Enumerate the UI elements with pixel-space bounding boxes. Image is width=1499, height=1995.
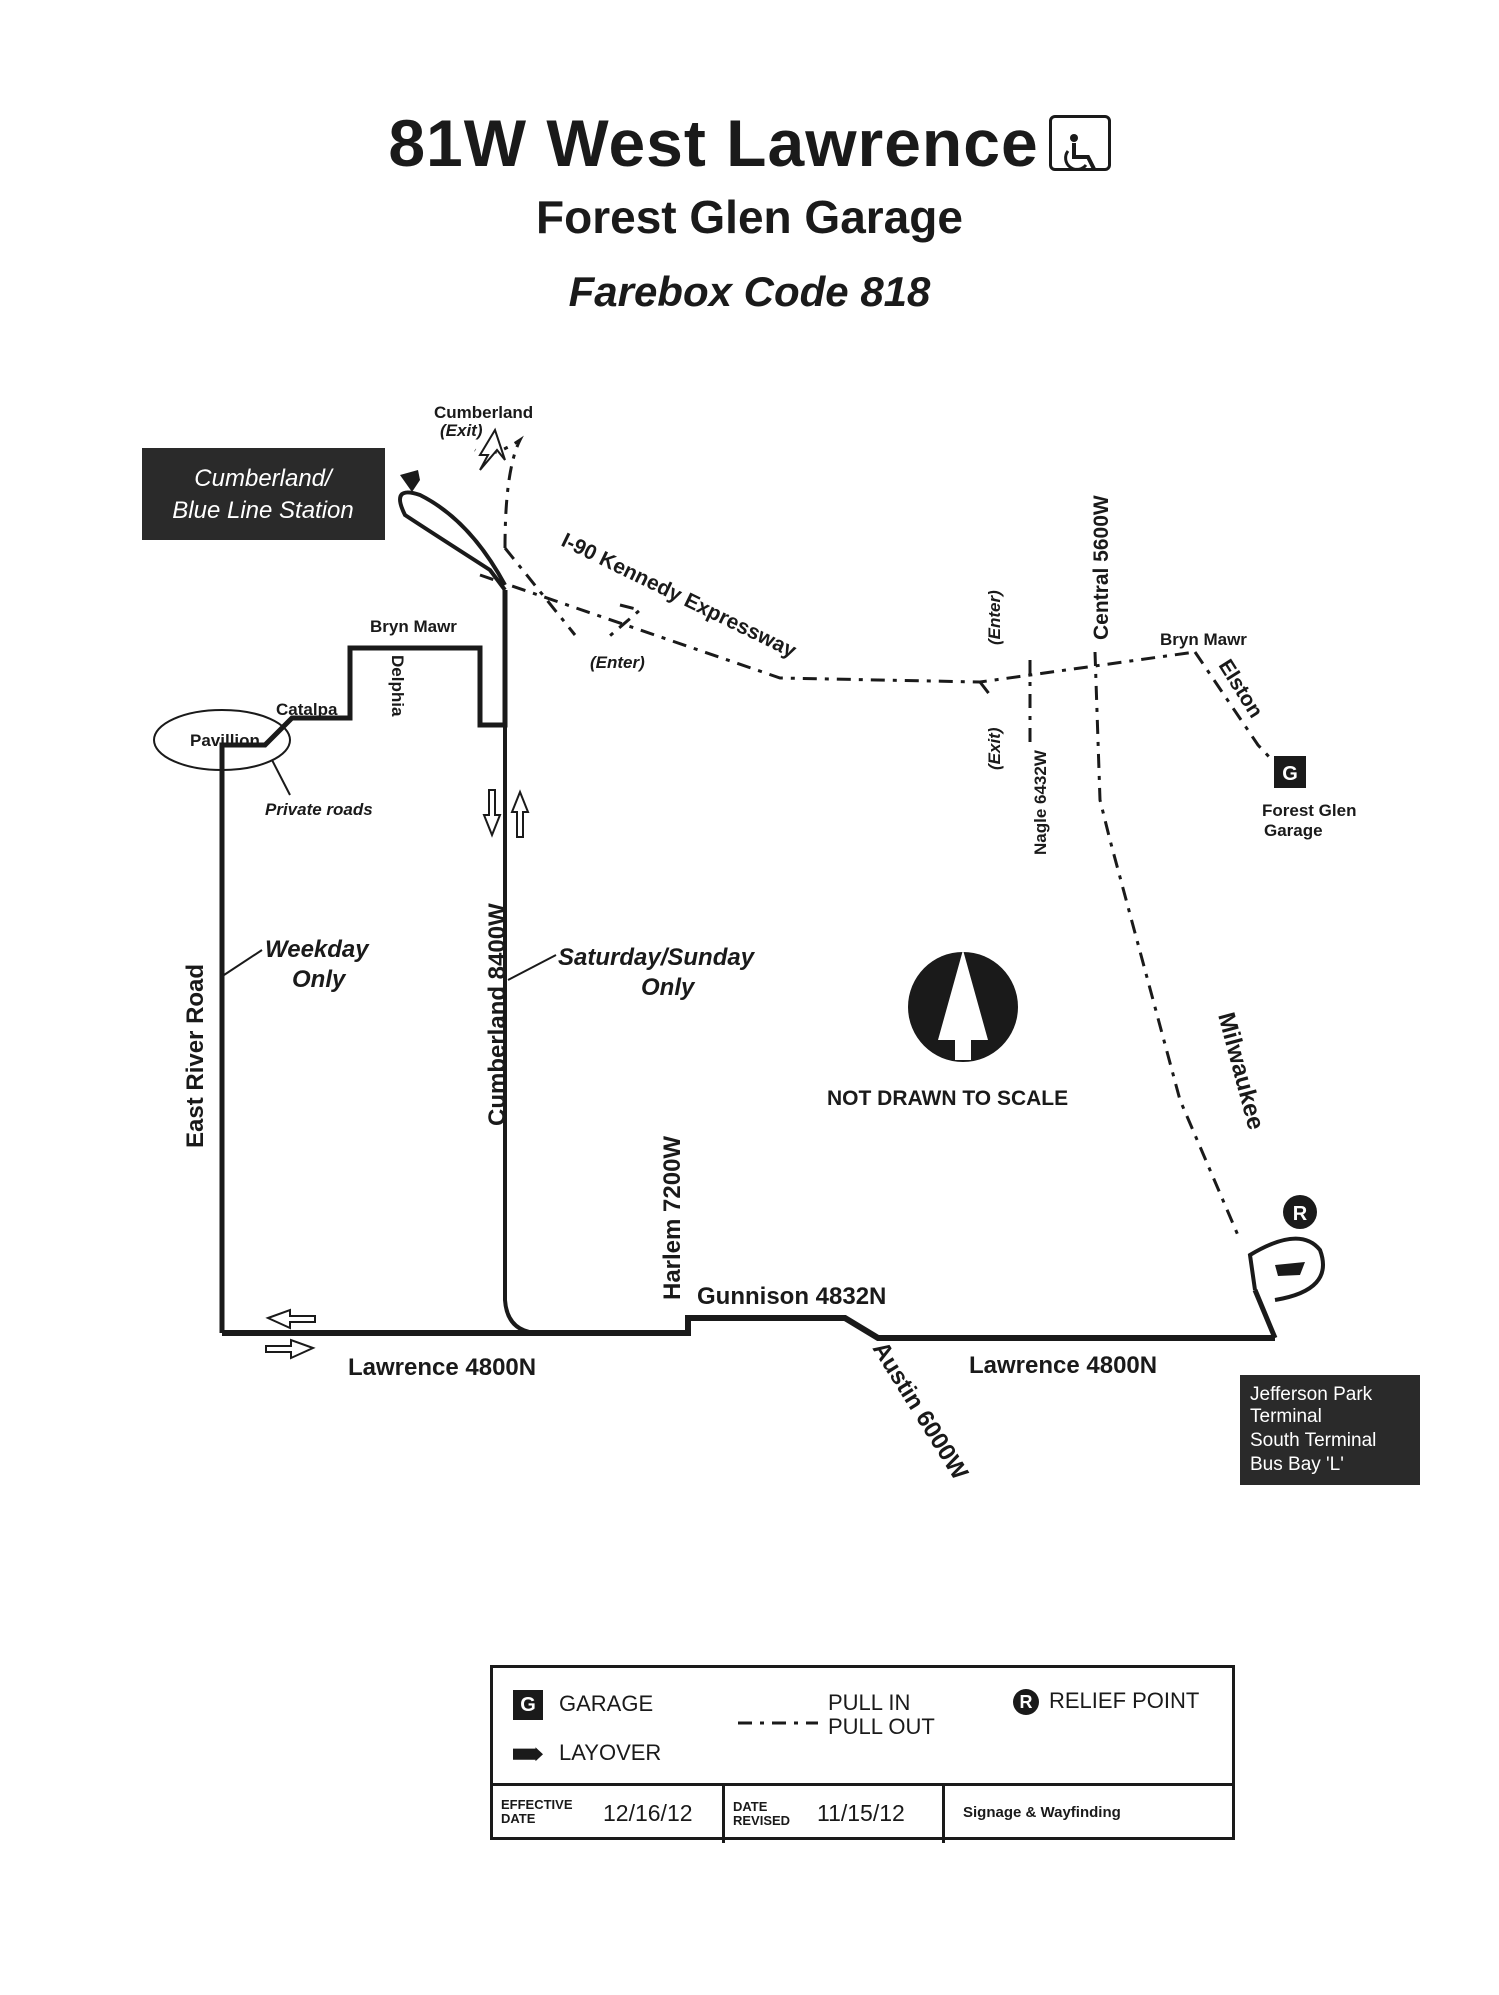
cumberland-station-line1: Cumberland/ [194,465,334,492]
direction-arrows [265,427,530,1360]
legend-layover-label: LAYOVER [559,1740,662,1765]
gunnison-label: Gunnison 4832N [697,1283,886,1310]
not-to-scale-note: NOT DRAWN TO SCALE [827,1087,1068,1110]
layover-icon-cumberland [400,470,420,492]
eastbound-arrow [265,1338,316,1360]
weekday-pointer [223,949,263,976]
route-title: 81W West Lawrence [0,105,1499,181]
legend-pull-out: PULL OUT [828,1714,935,1739]
weekend-pointer [507,954,557,981]
northbound-arrow [510,789,530,838]
southbound-arrow [482,789,502,838]
revised-label-2: REVISED [733,1813,791,1828]
lawrence-east-label: Lawrence 4800N [969,1352,1157,1379]
weekend-note-1: Saturday/Sunday [558,944,756,971]
cumberland-station-line2: Blue Line Station [172,497,353,524]
harlem-label: Harlem 7200W [659,1136,686,1300]
enter-label-1: (Enter) [590,653,645,672]
jefferson-line1: Jefferson Park [1250,1384,1373,1405]
lawrence-west-label: Lawrence 4800N [348,1354,536,1381]
nagle-label: Nagle 6432W [1031,749,1050,855]
weekday-note-1: Weekday [265,936,370,963]
revised-date-cell: DATE REVISED 11/15/12 [725,1786,945,1843]
east-river-road-label: East River Road [182,964,209,1148]
legend-pull-in: PULL IN [828,1690,911,1715]
forest-glen-label: Forest Glen [1262,801,1356,820]
effective-label-2: DATE [501,1811,536,1826]
central-label: Central 5600W [1090,495,1113,640]
weekend-note-2: Only [641,974,696,1001]
bryn-mawr-west-label: Bryn Mawr [370,617,457,636]
jefferson-park-box [1240,1375,1420,1485]
legend-layover: LAYOVER [513,1740,661,1766]
exit-arrow [478,427,506,471]
exit-label-2: (Exit) [985,727,1004,770]
westbound-arrow [265,1308,316,1330]
relief-letter: R [1293,1203,1308,1225]
pavillion-label: Pavillion [190,731,260,750]
route-line [219,590,508,1333]
legend-relief: R RELIEF POINT [1013,1688,1200,1716]
legend-dates-row: EFFECTIVE DATE 12/16/12 DATE REVISED 11/… [493,1783,1232,1843]
weekday-note-2: Only [292,966,347,993]
private-roads-label: Private roads [265,800,373,819]
jefferson-line2: Terminal [1250,1406,1322,1427]
private-roads-pointer [271,759,291,796]
north-arrow-icon [908,950,1018,1062]
cumberland-station-box [142,448,385,540]
cumberland-exit-label: Cumberland [434,403,533,422]
legend-box: G GARAGE LAYOVER PULL IN PULL OUT R RELIEF… [490,1665,1235,1843]
revised-label-1: DATE [733,1799,768,1814]
legend-layover-icon [513,1747,543,1762]
garage-letter: G [1282,763,1298,785]
delphia-label: Delphia [388,655,407,717]
relief-point-icon [1283,1195,1317,1229]
milwaukee-label: Milwaukee [1212,1010,1269,1133]
catalpa-label: Catalpa [276,700,338,719]
layover-icon-jefferson [1275,1262,1305,1276]
jefferson-connector [1252,1289,1278,1339]
legend-dash-icon [738,1721,818,1725]
forest-glen-garage-label: Garage [1264,821,1323,840]
elston-label: Elston [1214,655,1268,722]
effective-date-cell: EFFECTIVE DATE 12/16/12 [493,1786,725,1843]
route-title-text: 81W West Lawrence [388,106,1039,180]
legend-garage-icon: G [513,1690,543,1720]
austin-label: Austin 6000W [867,1337,973,1485]
farebox-code: Farebox Code 818 [568,268,931,315]
jefferson-line3: South Terminal [1250,1430,1376,1451]
garage-title: Forest Glen Garage [536,191,963,243]
jefferson-loop [1247,1236,1325,1302]
wheelchair-icon [1048,114,1111,171]
revised-value: 11/15/12 [817,1800,905,1826]
pavillion-outline [153,709,291,771]
legend-garage: G GARAGE [513,1690,653,1720]
department-label: Signage & Wayfinding [963,1804,1121,1821]
lawrence-line [222,1315,1275,1341]
cumberland-exit-sub: (Exit) [440,421,483,440]
legend-relief-icon: R [1013,1689,1039,1716]
jefferson-line4: Bus Bay 'L' [1250,1454,1344,1475]
legend-garage-label: GARAGE [559,1690,654,1716]
bryn-mawr-east-label: Bryn Mawr [1160,630,1247,649]
effective-label-1: EFFECTIVE [501,1797,573,1812]
cumberland-8400-label: Cumberland 8400W [484,903,511,1126]
garage-icon [1274,756,1306,788]
legend-relief-label: RELIEF POINT [1049,1688,1200,1713]
effective-value: 12/16/12 [603,1800,693,1826]
enter-label-2: (Enter) [985,590,1004,645]
station-loop [398,490,507,592]
